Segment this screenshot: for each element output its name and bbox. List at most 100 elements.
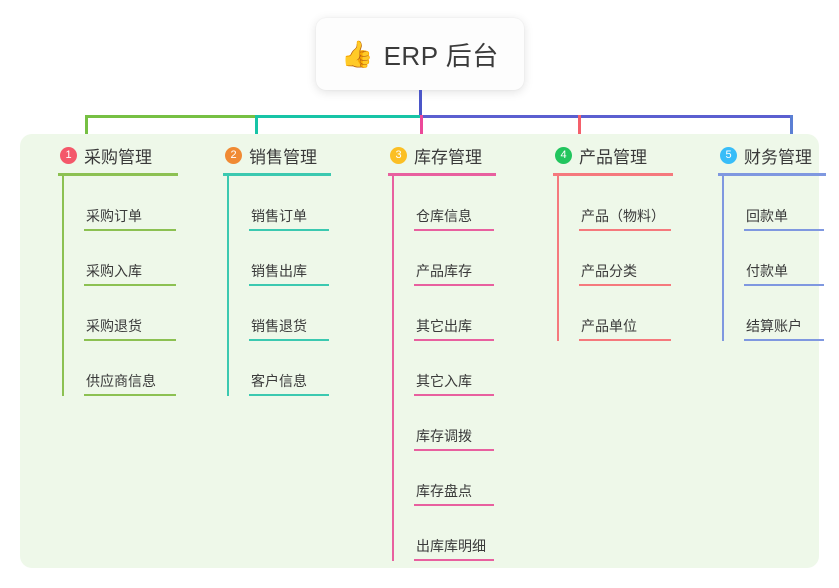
branch-child-label: 其它入库: [416, 373, 472, 389]
root-title: ERP 后台: [383, 40, 499, 71]
branch-child-underline: [414, 504, 494, 506]
branch-child-underline: [579, 229, 671, 231]
branch-spine-line: [722, 176, 724, 341]
branch-child-underline: [249, 394, 329, 396]
branch-child-underline: [579, 284, 671, 286]
branch-child-item[interactable]: 回款单: [744, 176, 826, 231]
branch-child-label: 采购入库: [86, 263, 142, 279]
branch-spine-line: [557, 176, 559, 341]
branches-panel: [20, 134, 819, 568]
branch-column-1[interactable]: 1 采购管理采购订单采购入库采购退货供应商信息: [38, 142, 178, 396]
branch-number-badge: 4: [555, 146, 572, 164]
branch-child-item[interactable]: 仓库信息: [414, 176, 496, 231]
branch-child-item[interactable]: 销售订单: [249, 176, 331, 231]
branch-child-underline: [84, 339, 176, 341]
branch-child-label: 销售订单: [251, 208, 307, 224]
branch-child-item[interactable]: 产品单位: [579, 286, 673, 341]
branch-child-item[interactable]: 销售退货: [249, 286, 331, 341]
branch-child-item[interactable]: 库存盘点: [414, 451, 496, 506]
branch-drop-line-5: [790, 115, 793, 142]
branch-child-item[interactable]: 采购入库: [84, 231, 178, 286]
branch-child-label: 出库库明细: [416, 538, 486, 554]
branch-column-4[interactable]: 4 产品管理产品（物料） 产品分类产品单位: [533, 142, 673, 341]
branch-number-badge: 1: [60, 146, 77, 164]
root-stem-line: [419, 90, 422, 118]
branch-child-item[interactable]: 产品分类: [579, 231, 673, 286]
branch-child-underline: [414, 229, 494, 231]
branch-child-label: 销售出库: [251, 263, 307, 279]
branch-child-label: 销售退货: [251, 318, 307, 334]
bar-segment-left: [85, 115, 258, 118]
branch-child-label: 付款单: [746, 263, 788, 279]
branch-child-underline: [414, 559, 494, 561]
branch-drop-line-3: [420, 115, 423, 142]
branch-children: 采购订单采购入库采购退货供应商信息: [62, 176, 178, 396]
branch-child-item[interactable]: 供应商信息: [84, 341, 178, 396]
branch-number-badge: 5: [720, 146, 737, 164]
branch-child-item[interactable]: 其它入库: [414, 341, 496, 396]
branch-child-label: 产品单位: [581, 318, 637, 334]
bar-segment-mid: [255, 115, 423, 118]
branch-children: 仓库信息产品库存其它出库其它入库库存调拨库存盘点出库库明细: [392, 176, 496, 561]
branch-child-item[interactable]: 采购订单: [84, 176, 178, 231]
branch-header-5[interactable]: 5 财务管理: [698, 142, 826, 168]
branch-spine-line: [392, 176, 394, 561]
branch-child-label: 其它出库: [416, 318, 472, 334]
branch-child-underline: [84, 229, 176, 231]
branch-child-label: 客户信息: [251, 373, 307, 389]
branch-title: 财务管理: [744, 147, 812, 167]
branch-child-item[interactable]: 销售出库: [249, 231, 331, 286]
branch-child-label: 产品分类: [581, 263, 637, 279]
branch-underline: [553, 173, 673, 176]
branch-child-item[interactable]: 结算账户: [744, 286, 826, 341]
branch-underline: [223, 173, 331, 176]
branch-title: 销售管理: [249, 147, 317, 167]
branch-child-label: 供应商信息: [86, 373, 156, 389]
branch-underline: [388, 173, 496, 176]
branch-child-underline: [414, 394, 494, 396]
branch-child-label: 采购退货: [86, 318, 142, 334]
branch-drop-line-1: [85, 115, 88, 142]
branch-title: 采购管理: [84, 147, 152, 167]
branch-child-underline: [249, 339, 329, 341]
branch-column-5[interactable]: 5 财务管理回款单付款单结算账户: [698, 142, 826, 341]
branch-header-1[interactable]: 1 采购管理: [38, 142, 178, 168]
branch-child-underline: [744, 339, 824, 341]
thumbs-up-icon: 👍: [341, 39, 374, 69]
branch-child-underline: [579, 339, 671, 341]
branch-child-underline: [84, 394, 176, 396]
branch-child-underline: [249, 229, 329, 231]
branch-child-label: 产品库存: [416, 263, 472, 279]
branch-child-item[interactable]: 产品（物料）: [579, 176, 673, 231]
branch-child-item[interactable]: 客户信息: [249, 341, 331, 396]
root-node[interactable]: 👍 ERP 后台: [316, 18, 524, 90]
branch-child-label: 回款单: [746, 208, 788, 224]
branch-child-underline: [744, 229, 824, 231]
branch-child-label: 采购订单: [86, 208, 142, 224]
branch-child-label: 结算账户: [746, 318, 802, 334]
branch-spine-line: [227, 176, 229, 396]
branch-children: 回款单付款单结算账户: [722, 176, 826, 341]
branch-child-item[interactable]: 采购退货: [84, 286, 178, 341]
branch-child-label: 库存调拨: [416, 428, 472, 444]
bar-segment-right: [420, 115, 793, 118]
branch-child-underline: [84, 284, 176, 286]
branch-header-4[interactable]: 4 产品管理: [533, 142, 673, 168]
branch-spine-line: [62, 176, 64, 396]
branch-child-item[interactable]: 其它出库: [414, 286, 496, 341]
branch-child-item[interactable]: 库存调拨: [414, 396, 496, 451]
branch-child-underline: [414, 339, 494, 341]
branch-child-underline: [414, 449, 494, 451]
branch-child-item[interactable]: 付款单: [744, 231, 826, 286]
branch-child-item[interactable]: 出库库明细: [414, 506, 496, 561]
branch-title: 产品管理: [579, 147, 647, 167]
branch-child-item[interactable]: 产品库存: [414, 231, 496, 286]
branch-underline: [718, 173, 826, 176]
branch-title: 库存管理: [414, 147, 482, 167]
branch-child-label: 仓库信息: [416, 208, 472, 224]
